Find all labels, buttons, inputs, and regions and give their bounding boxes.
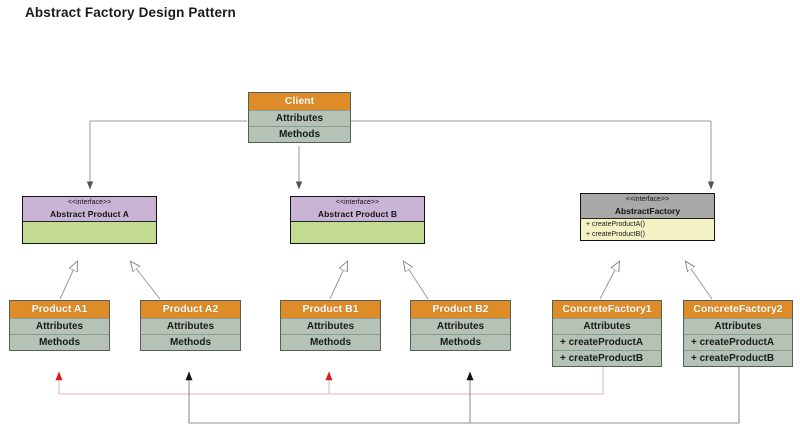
node-abstract-product-a-stereotype: <<interface>> [23, 197, 156, 208]
node-product-b2-methods: Methods [411, 334, 510, 350]
node-product-a1[interactable]: Product A1 Attributes Methods [9, 300, 110, 351]
node-product-a1-attributes: Attributes [10, 318, 109, 334]
node-client[interactable]: Client Attributes Methods [248, 92, 351, 143]
node-product-b2-attributes: Attributes [411, 318, 510, 334]
node-concrete-factory-1-title: ConcreteFactory1 [553, 301, 661, 318]
node-concrete-factory-2-attributes: Attributes [684, 318, 792, 334]
node-product-a2-methods: Methods [141, 334, 240, 350]
node-concrete-factory-1-op-1: + createProductA [553, 334, 661, 350]
node-abstract-product-b-stereotype: <<interface>> [291, 197, 424, 208]
node-abstract-product-b[interactable]: <<interface>> Abstract Product B [290, 196, 425, 244]
node-abstract-factory[interactable]: <<interface>> AbstractFactory + createPr… [580, 193, 715, 241]
node-concrete-factory-2[interactable]: ConcreteFactory2 Attributes + createProd… [683, 300, 793, 367]
node-concrete-factory-2-op-2: + createProductB [684, 350, 792, 366]
node-client-attributes: Attributes [249, 110, 350, 126]
node-concrete-factory-2-title: ConcreteFactory2 [684, 301, 792, 318]
node-client-title: Client [249, 93, 350, 110]
node-abstract-factory-op-1: + createProductA() [581, 218, 714, 229]
node-concrete-factory-1-attributes: Attributes [553, 318, 661, 334]
node-abstract-product-a-body [23, 221, 156, 243]
node-product-b2[interactable]: Product B2 Attributes Methods [410, 300, 511, 351]
node-product-a1-methods: Methods [10, 334, 109, 350]
node-product-b2-title: Product B2 [411, 301, 510, 318]
node-product-b1-methods: Methods [281, 334, 380, 350]
node-product-b1-title: Product B1 [281, 301, 380, 318]
node-abstract-product-a[interactable]: <<interface>> Abstract Product A [22, 196, 157, 244]
node-concrete-factory-1-op-2: + createProductB [553, 350, 661, 366]
node-product-a2[interactable]: Product A2 Attributes Methods [140, 300, 241, 351]
page-title: Abstract Factory Design Pattern [25, 5, 236, 20]
node-product-a2-title: Product A2 [141, 301, 240, 318]
node-product-b1[interactable]: Product B1 Attributes Methods [280, 300, 381, 351]
node-product-b1-attributes: Attributes [281, 318, 380, 334]
node-client-methods: Methods [249, 126, 350, 142]
node-product-a2-attributes: Attributes [141, 318, 240, 334]
node-abstract-product-b-title: Abstract Product B [291, 208, 424, 221]
node-abstract-factory-stereotype: <<interface>> [581, 194, 714, 205]
node-abstract-product-a-title: Abstract Product A [23, 208, 156, 221]
node-concrete-factory-2-op-1: + createProductA [684, 334, 792, 350]
node-abstract-factory-op-2: + createProductB() [581, 229, 714, 240]
node-abstract-factory-title: AbstractFactory [581, 205, 714, 218]
node-concrete-factory-1[interactable]: ConcreteFactory1 Attributes + createProd… [552, 300, 662, 367]
node-product-a1-title: Product A1 [10, 301, 109, 318]
node-abstract-product-b-body [291, 221, 424, 243]
